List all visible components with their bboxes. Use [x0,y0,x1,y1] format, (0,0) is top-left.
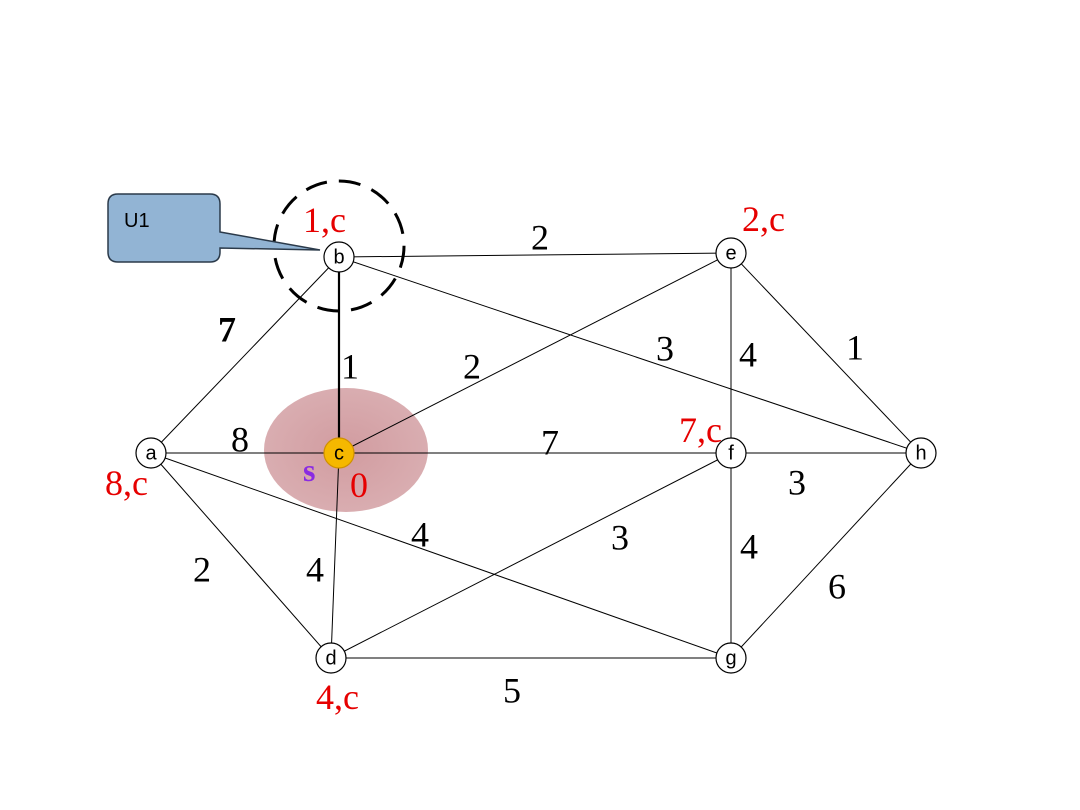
node-circle-a [135,437,167,469]
callout-text: U1 [124,210,150,232]
edge-a-g [150,452,732,659]
node-circle-f [715,437,747,469]
callout-u1: U1 [107,193,321,263]
node-a: a [135,437,167,469]
node-e: e [715,237,747,269]
weight-b-c: 1 [341,346,359,386]
node-label-a: a [145,442,157,464]
edges [150,252,922,659]
nodes: a b c d e f g h [135,237,937,674]
source-marker: s [303,452,315,488]
weight-a-d: 2 [193,549,211,589]
weight-b-h: 3 [656,328,674,368]
node-label-f: f [728,442,734,464]
node-label-h: h [915,442,926,464]
node-circle-g [715,642,747,674]
edge-a-b [150,256,340,454]
node-b: b [323,241,355,273]
weight-f-g: 4 [740,526,758,566]
distance-a: 8,c [105,463,148,503]
weight-d-g: 5 [503,670,521,710]
weight-d-f: 3 [611,517,629,557]
weight-b-e: 2 [531,217,549,257]
node-g: g [715,642,747,674]
distance-f: 7,c [679,410,722,450]
node-c: c [323,437,355,469]
node-d: d [315,642,347,674]
node-label-g: g [725,647,736,669]
selection-circle [272,179,406,313]
callout-shape [107,193,321,263]
node-label-d: d [325,647,336,669]
distance-e: 2,c [742,199,785,239]
node-circle-c [323,437,355,469]
edge-a-d [150,452,332,659]
source-distance: 0 [350,465,368,505]
weight-e-h: 1 [846,327,864,367]
weight-a-g: 4 [411,514,429,554]
node-label-e: e [725,242,736,264]
node-circle-h [905,437,937,469]
weight-c-f: 7 [541,422,559,462]
weight-c-d: 4 [306,549,324,589]
node-label-c: c [334,442,344,464]
edge-g-h [730,452,922,659]
distance-b: 1,c [303,200,346,240]
distance-d: 4,c [316,677,359,717]
node-h: h [905,437,937,469]
node-circle-b [323,241,355,273]
weight-f-h: 3 [788,462,806,502]
edge-e-h [730,252,922,454]
weight-a-c: 8 [231,419,249,459]
weight-a-b: 7 [218,309,236,349]
edge-c-d [330,452,340,659]
node-circle-d [315,642,347,674]
weight-c-e: 2 [463,346,481,386]
edge-d-f [330,452,732,659]
distance-labels: 8,c 1,c 4,c 2,c 7,c [105,199,785,717]
node-circle-e [715,237,747,269]
node-f: f [715,437,747,469]
node-label-b: b [333,246,344,268]
edge-b-h [338,256,922,454]
weight-e-f: 4 [739,334,757,374]
edge-c-e [338,252,732,454]
weight-g-h: 6 [828,566,846,606]
